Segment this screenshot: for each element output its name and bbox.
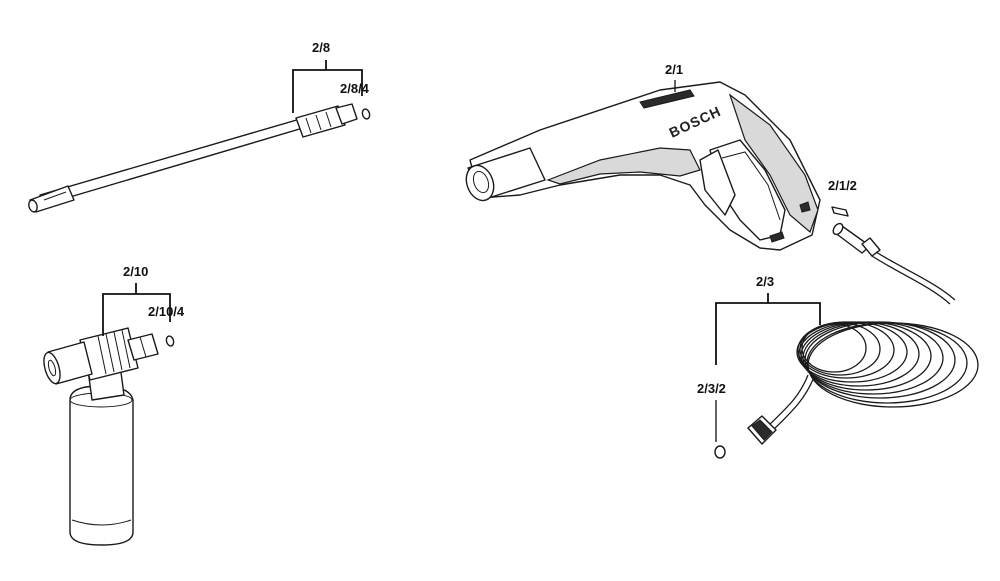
label-foam: 2/10 (123, 264, 148, 279)
lance-bracket (292, 60, 363, 113)
foam-bracket (102, 283, 171, 336)
label-gun: 2/1 (665, 62, 683, 77)
hose-bracket (715, 293, 821, 442)
label-foam-ring: 2/10/4 (148, 304, 185, 319)
lance-ring-part (361, 108, 371, 120)
foam-nozzle-part (43, 327, 159, 546)
label-gun-clip: 2/1/2 (828, 178, 857, 193)
foam-ring-part (165, 335, 175, 347)
label-lance: 2/8 (312, 40, 330, 55)
hose-ring-part (714, 445, 726, 459)
label-hose-ring: 2/3/2 (697, 381, 726, 396)
label-hose: 2/3 (756, 274, 774, 289)
lance-part (28, 103, 358, 213)
label-lance-ring: 2/8/4 (340, 81, 370, 96)
hose-part (747, 222, 979, 445)
spray-gun-part (465, 81, 821, 251)
gun-clip-part (831, 206, 849, 217)
